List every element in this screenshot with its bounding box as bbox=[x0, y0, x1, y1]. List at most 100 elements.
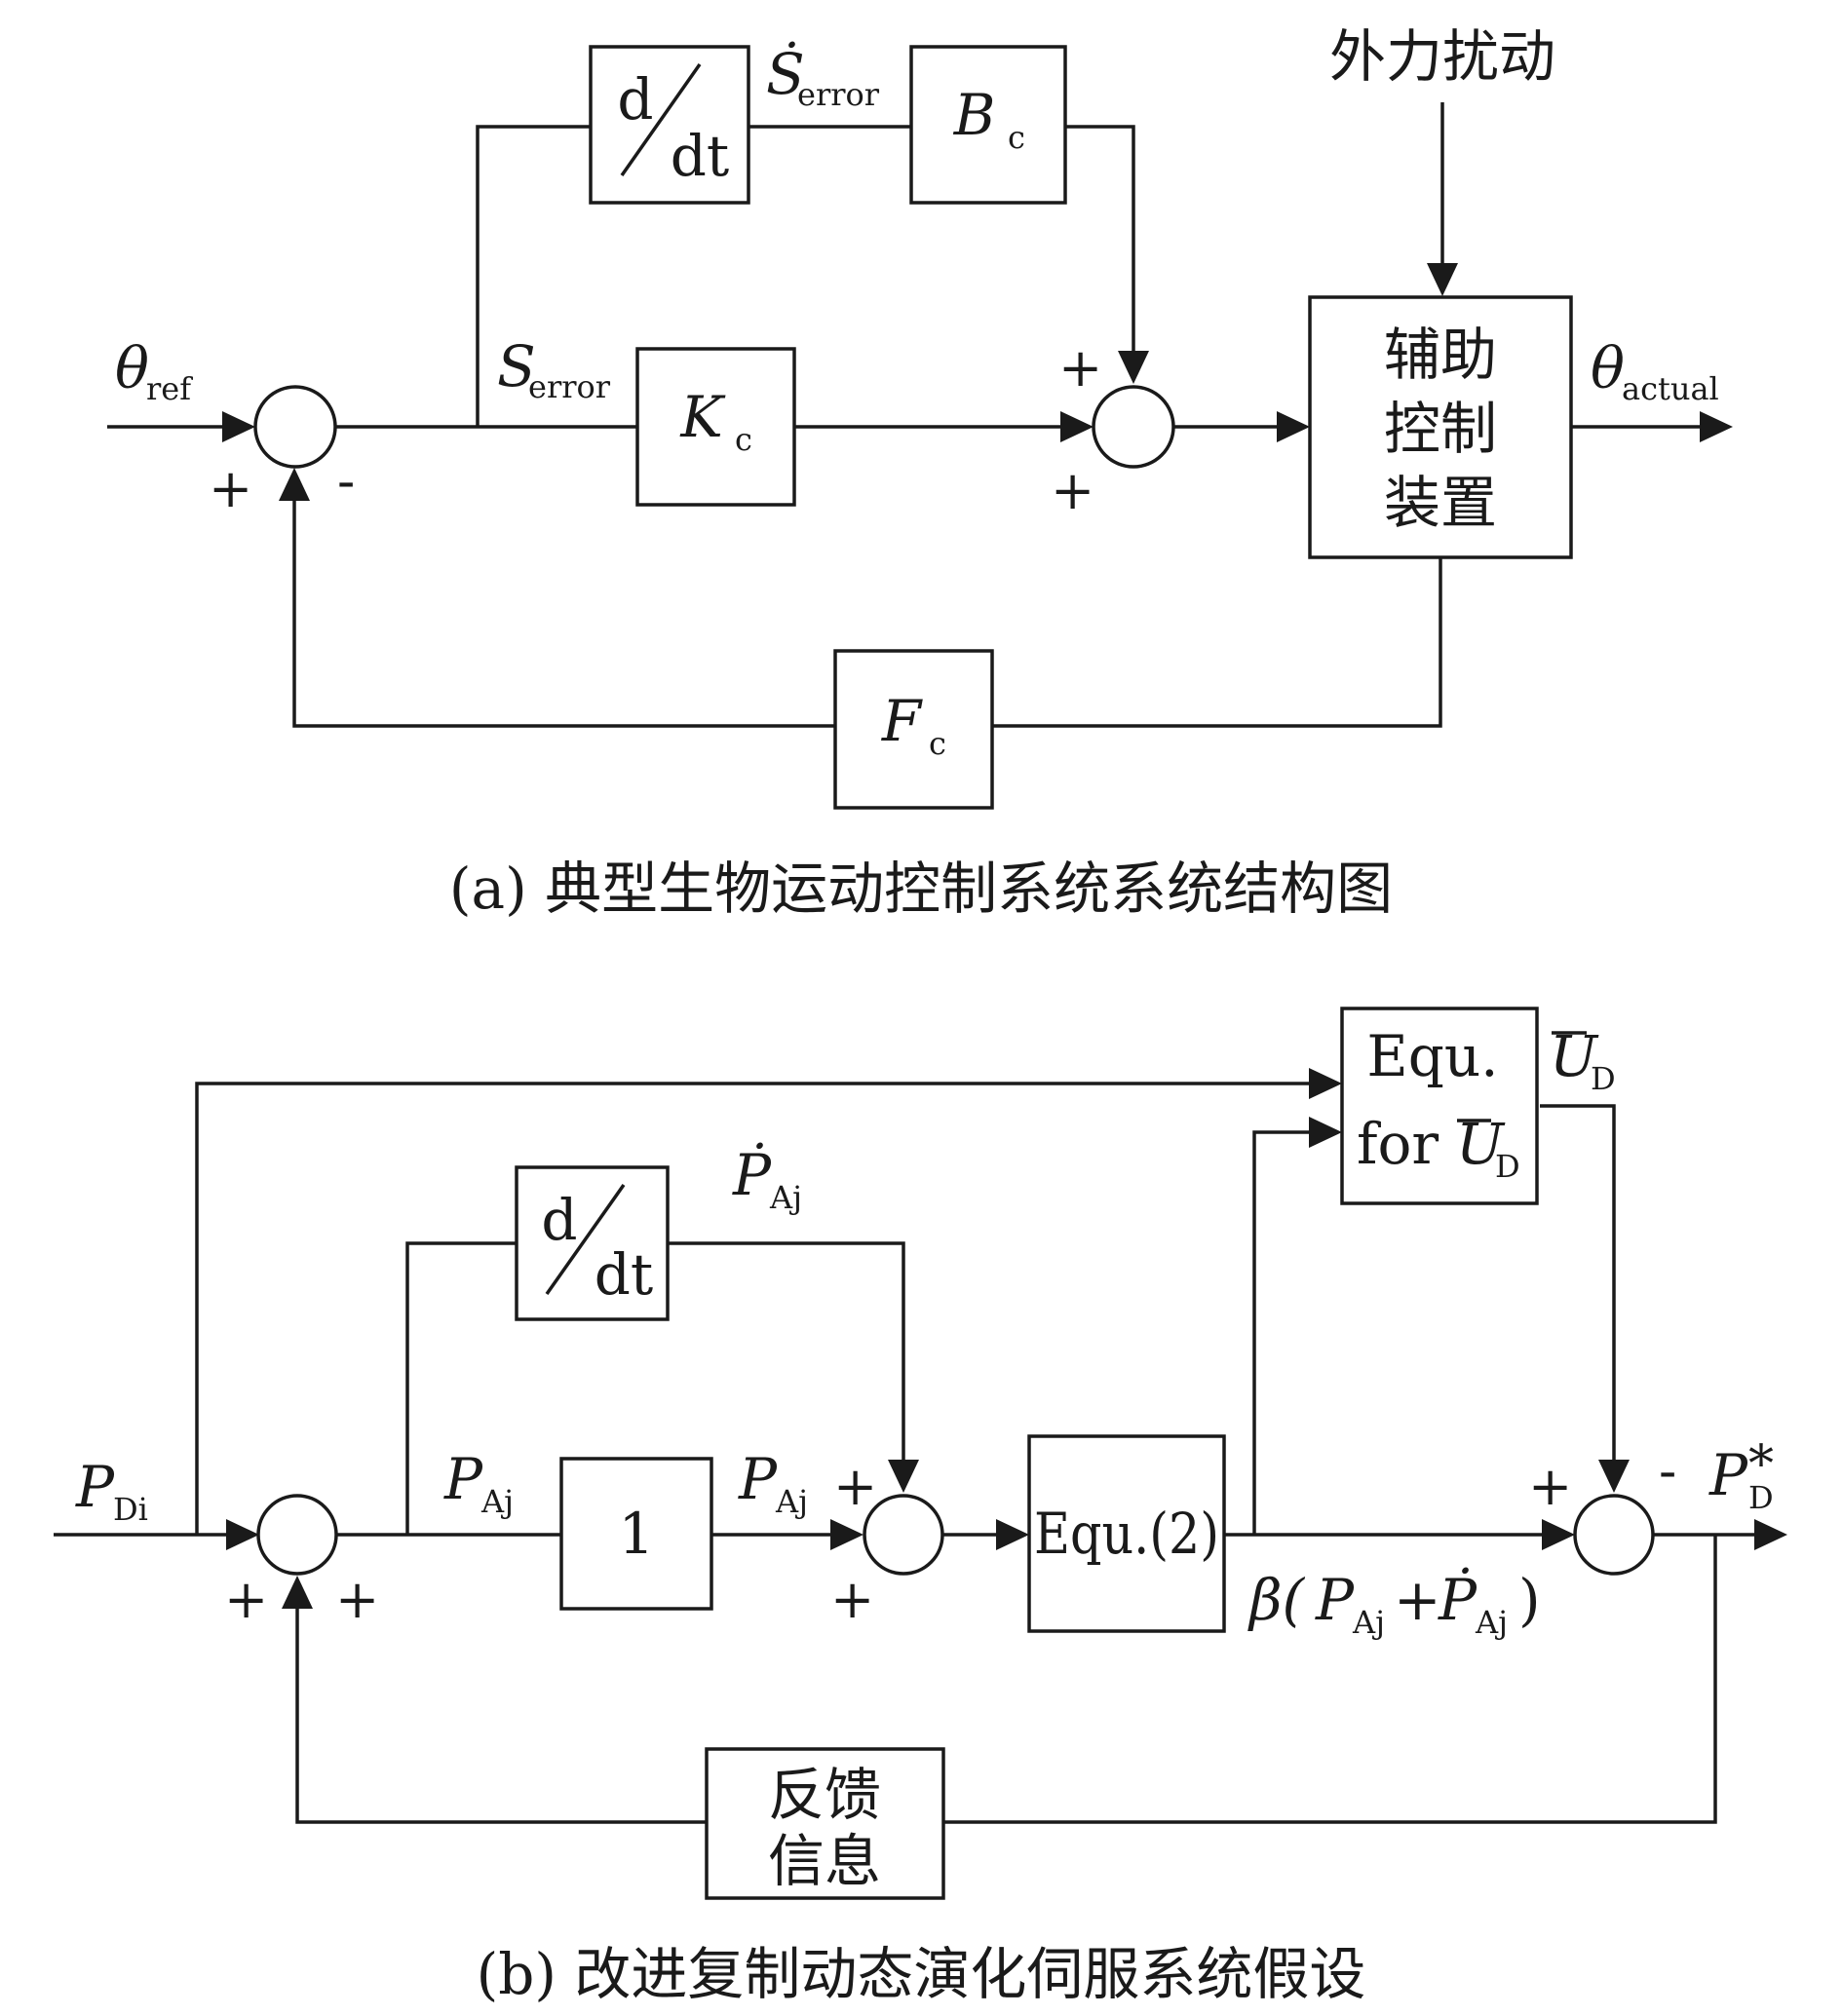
bc-sub: c bbox=[1008, 119, 1025, 156]
disturbance-label: 外力扰动 bbox=[1329, 23, 1555, 90]
arrowhead bbox=[1598, 1460, 1630, 1493]
arrowhead bbox=[279, 468, 310, 501]
p-aj-dot-label: Ṗ bbox=[732, 1142, 772, 1208]
feedback-line1: 反馈 bbox=[768, 1762, 881, 1828]
kc-label: K bbox=[679, 384, 726, 450]
wire-deriv-to-sum2 bbox=[668, 1241, 905, 1471]
wire-feedback-b bbox=[943, 1535, 1717, 1824]
deriv-den-b: dt bbox=[595, 1241, 653, 1308]
p-d-star-sup: * bbox=[1748, 1435, 1774, 1494]
deriv-den: dt bbox=[671, 123, 729, 189]
arrowhead bbox=[1277, 411, 1310, 442]
beta-plus: + bbox=[1394, 1567, 1441, 1633]
feedback-block bbox=[705, 1747, 945, 1900]
arrowhead bbox=[1700, 411, 1733, 442]
wire-feedback-b-return bbox=[295, 1598, 707, 1824]
aux-device-line3: 装置 bbox=[1384, 470, 1497, 536]
p-di-sub: Di bbox=[113, 1491, 148, 1528]
equ2-label: Equ.(2) bbox=[1034, 1501, 1219, 1567]
p-aj-label-1: P bbox=[443, 1446, 483, 1512]
arrowhead bbox=[996, 1519, 1029, 1550]
wire-feedback-a bbox=[992, 557, 1442, 728]
sum-junction-b2 bbox=[863, 1494, 944, 1576]
arrowhead bbox=[1309, 1068, 1342, 1099]
arrowhead bbox=[1542, 1519, 1575, 1550]
p-di-label: P bbox=[75, 1454, 115, 1520]
sign-sum1-bottom: - bbox=[337, 450, 355, 512]
deriv-block bbox=[589, 45, 750, 205]
deriv-num: d bbox=[617, 66, 653, 133]
equ-ud-line2-main: U bbox=[1456, 1111, 1506, 1177]
diagram-a: d dt B c K c F c 辅助 控制 装置 外力扰动 θ ref θ a… bbox=[107, 23, 1733, 922]
beta-p2-sub: Aj bbox=[1475, 1604, 1508, 1641]
deriv-block-b bbox=[515, 1165, 670, 1321]
p-aj-dot-sub: Aj bbox=[769, 1179, 802, 1216]
bc-label: B bbox=[953, 82, 996, 148]
deriv-slash-b bbox=[545, 1183, 626, 1296]
equ-ud-line2-sub: D bbox=[1495, 1148, 1520, 1185]
p-d-star-label: P bbox=[1708, 1442, 1748, 1508]
arrowhead bbox=[222, 411, 255, 442]
arrowhead bbox=[226, 1519, 259, 1550]
sign-b3-right: - bbox=[1659, 1440, 1676, 1502]
unity-block bbox=[559, 1457, 713, 1611]
arrowhead bbox=[1427, 263, 1458, 296]
wire-bc-to-sum2 bbox=[1065, 125, 1135, 362]
sum-junction-a2 bbox=[1092, 385, 1175, 469]
theta-ref-sub: ref bbox=[146, 370, 193, 407]
arrowhead bbox=[282, 1576, 313, 1609]
sign-b3-left: + bbox=[1528, 1456, 1572, 1517]
wire-branch-deriv bbox=[476, 125, 591, 427]
equ-ud-block bbox=[1340, 1007, 1539, 1205]
beta-suffix: ) bbox=[1518, 1567, 1541, 1633]
sign-b1-bottom-left: + bbox=[224, 1569, 268, 1630]
sign-sum2-bottom: + bbox=[1051, 460, 1094, 521]
beta-p1-sub: Aj bbox=[1352, 1604, 1385, 1641]
p-aj-sub-1: Aj bbox=[480, 1483, 514, 1520]
diagram-b: d dt 1 Equ.(2) Equ. for U D 反馈 信息 P Di P… bbox=[54, 1007, 1787, 2007]
theta-ref-label: θ bbox=[115, 335, 149, 401]
feedback-line2: 信息 bbox=[768, 1828, 881, 1894]
aux-device-line1: 辅助 bbox=[1384, 322, 1497, 388]
arrowhead bbox=[1060, 411, 1094, 442]
s-error-label: S bbox=[497, 333, 536, 399]
sum-junction-b3 bbox=[1573, 1494, 1655, 1576]
p-aj-label-2: P bbox=[738, 1446, 778, 1512]
sign-sum2-top: + bbox=[1058, 337, 1102, 399]
equ-ud-line2-prefix: for bbox=[1357, 1111, 1439, 1177]
sign-b2-top: + bbox=[833, 1456, 877, 1517]
sign-b2-bottom: + bbox=[830, 1569, 874, 1630]
sum-junction-a1 bbox=[253, 385, 337, 469]
sign-b1-bottom-right: + bbox=[335, 1569, 379, 1630]
u-d-bar-sub: D bbox=[1591, 1060, 1616, 1097]
sign-sum1-left: + bbox=[209, 458, 252, 519]
beta-p2: Ṗ bbox=[1438, 1567, 1477, 1633]
beta-p1: P bbox=[1315, 1567, 1355, 1633]
fc-sub: c bbox=[929, 725, 946, 762]
wire-ud-to-sum3 bbox=[1540, 1104, 1616, 1471]
s-error-dot-sub: error bbox=[797, 76, 880, 113]
arrowhead bbox=[888, 1460, 919, 1493]
caption-b: (b) 改进复制动态演化伺服系统假设 bbox=[477, 1941, 1366, 2007]
kc-block bbox=[635, 347, 796, 507]
bc-block bbox=[909, 45, 1067, 205]
s-error-dot-label: Ṡ bbox=[766, 41, 805, 107]
fc-block bbox=[833, 649, 994, 810]
equ2-block bbox=[1027, 1434, 1226, 1633]
aux-device-line2: 控制 bbox=[1384, 396, 1497, 462]
arrowhead bbox=[830, 1519, 863, 1550]
p-d-star-sub: D bbox=[1748, 1479, 1774, 1516]
wire-top-branch bbox=[195, 1082, 1321, 1535]
arrowhead bbox=[1309, 1117, 1342, 1148]
theta-actual-sub: actual bbox=[1622, 370, 1719, 407]
deriv-slash bbox=[620, 62, 702, 177]
beta-prefix: β( bbox=[1247, 1567, 1306, 1633]
wire-feedback-a-return bbox=[292, 489, 835, 728]
u-d-bar-label: U bbox=[1550, 1023, 1599, 1089]
fc-label: F bbox=[881, 688, 923, 754]
theta-actual-label: θ bbox=[1591, 335, 1625, 401]
wire-branch-deriv-b bbox=[405, 1241, 517, 1535]
aux-device-block bbox=[1308, 295, 1573, 559]
